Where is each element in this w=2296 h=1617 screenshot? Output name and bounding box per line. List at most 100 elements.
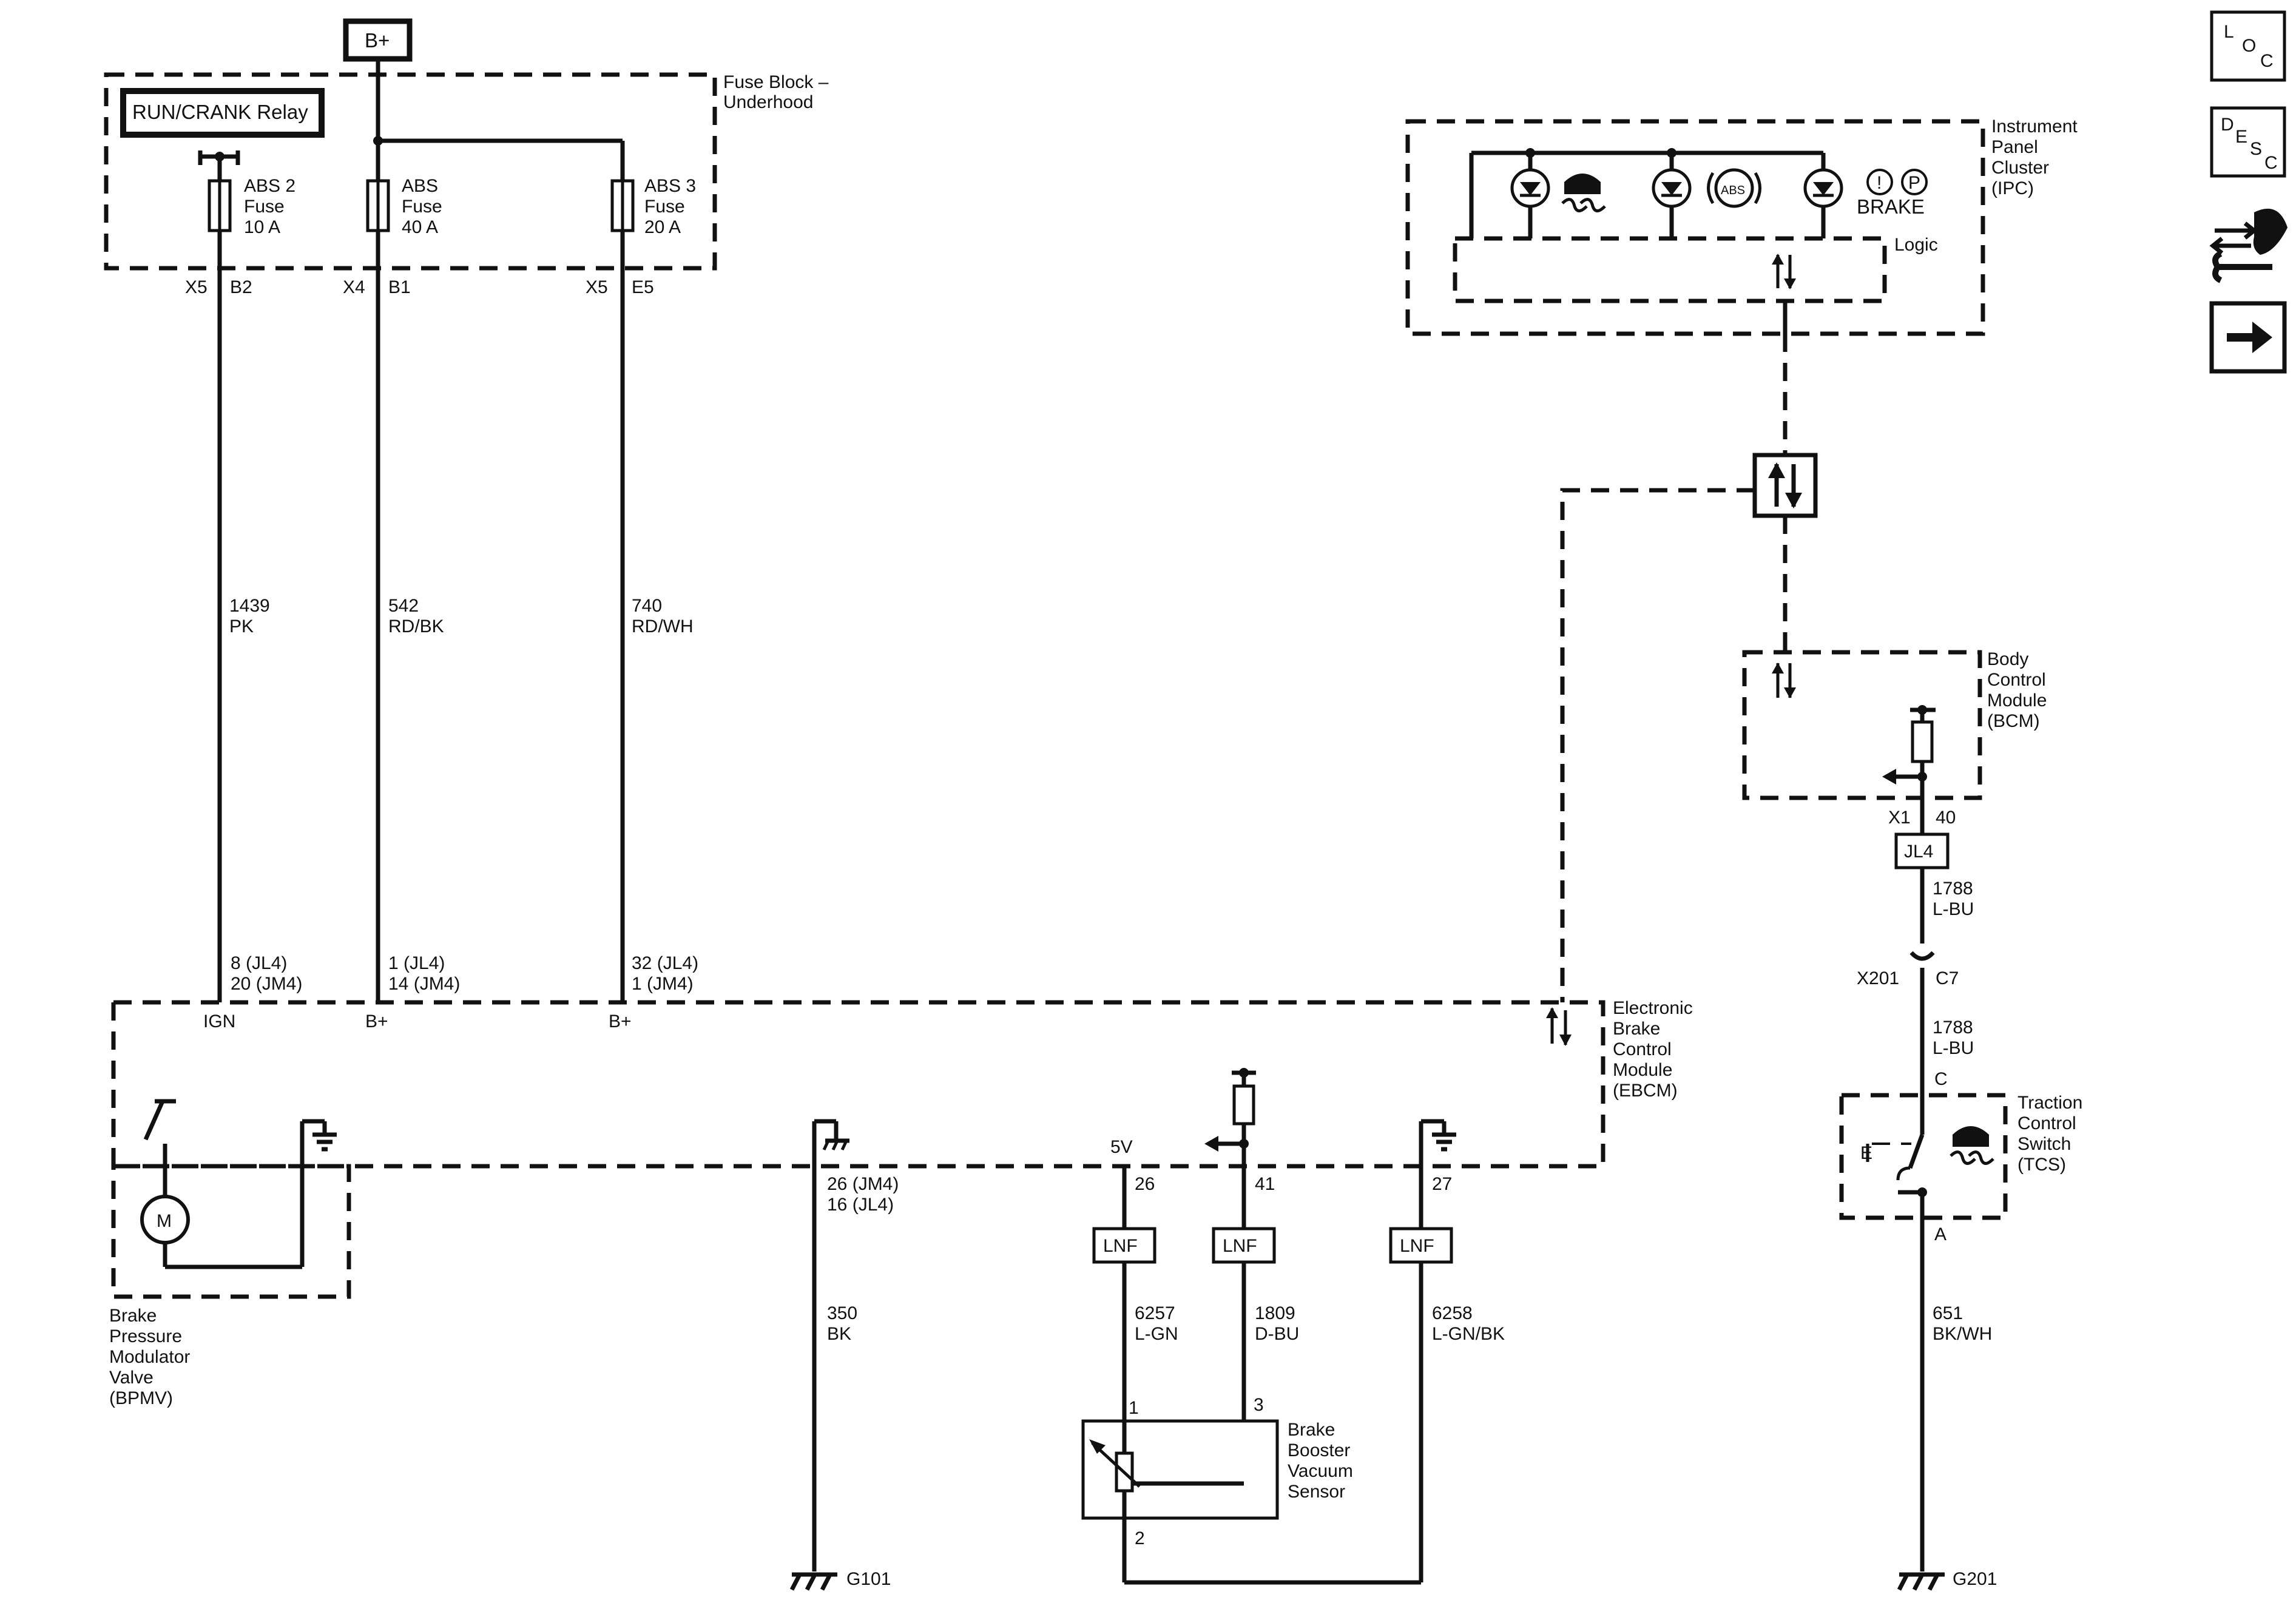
svg-text:RUN/CRANK Relay: RUN/CRANK Relay <box>132 101 308 123</box>
svg-text:(EBCM): (EBCM) <box>1613 1081 1678 1101</box>
svg-text:Underhood: Underhood <box>723 92 813 112</box>
svg-text:Switch: Switch <box>2017 1134 2071 1154</box>
loc-icon[interactable]: L O C <box>2210 10 2286 82</box>
next-arrow-icon[interactable] <box>2209 301 2287 374</box>
svg-text:L-GN: L-GN <box>1135 1324 1178 1344</box>
bcm-module: Body Control Module (BCM) X1 40 JL4 1788… <box>1742 649 2047 1095</box>
svg-text:C7: C7 <box>1936 968 1959 988</box>
svg-text:RD/WH: RD/WH <box>632 616 694 636</box>
svg-text:B2: B2 <box>230 277 252 297</box>
serial-data-link <box>1560 334 1818 1002</box>
svg-text:14 (JM4): 14 (JM4) <box>388 974 460 994</box>
svg-text:1: 1 <box>1129 1398 1139 1418</box>
svg-text:Fuse: Fuse <box>644 197 685 217</box>
svg-text:Modulator: Modulator <box>109 1347 190 1367</box>
svg-text:6257: 6257 <box>1135 1303 1175 1323</box>
svg-text:X5: X5 <box>586 277 608 297</box>
svg-text:651: 651 <box>1933 1303 1963 1323</box>
svg-text:O: O <box>2242 36 2256 56</box>
svg-text:S: S <box>2250 139 2262 159</box>
svg-text:B+: B+ <box>365 1011 388 1031</box>
svg-text:E: E <box>2235 127 2247 147</box>
svg-text:L-BU: L-BU <box>1933 899 1974 919</box>
svg-text:26: 26 <box>1135 1174 1155 1194</box>
svg-text:LNF: LNF <box>1223 1236 1257 1256</box>
svg-text:(BCM): (BCM) <box>1987 711 2040 731</box>
svg-text:542: 542 <box>388 596 419 616</box>
svg-text:D-BU: D-BU <box>1255 1324 1299 1344</box>
svg-text:!: ! <box>1877 173 1882 193</box>
svg-text:(IPC): (IPC) <box>1991 178 2034 198</box>
svg-text:A: A <box>1934 1224 1947 1244</box>
svg-text:1788: 1788 <box>1933 1018 1973 1038</box>
fuse-block: Fuse Block – Underhood <box>104 72 829 271</box>
fuse-block-connectors: X5 B2 X4 B1 X5 E5 <box>185 277 654 297</box>
ipc-module: Instrument Panel Cluster (IPC) Logic ABS <box>1405 116 2078 336</box>
svg-text:ABS: ABS <box>402 176 438 196</box>
svg-text:32 (JL4): 32 (JL4) <box>632 953 698 973</box>
traction-control-switch: Traction Control Switch (TCS) C E A 651 … <box>1839 1069 2082 1591</box>
svg-text:ABS: ABS <box>1721 184 1745 197</box>
svg-text:Instrument: Instrument <box>1991 116 2078 137</box>
svg-text:10 A: 10 A <box>244 217 280 237</box>
svg-text:E5: E5 <box>632 277 654 297</box>
svg-text:Control: Control <box>1613 1039 1672 1059</box>
svg-text:IGN: IGN <box>203 1011 235 1031</box>
svg-text:Logic: Logic <box>1894 235 1938 255</box>
svg-text:B+: B+ <box>609 1011 632 1031</box>
svg-text:Cluster: Cluster <box>1991 158 2049 178</box>
svg-text:G101: G101 <box>846 1569 891 1589</box>
sensor-low-reference-circuit: 27 LNF 6258 L-GN/BK <box>1122 1119 1505 1585</box>
diagnostic-tool-icon[interactable] <box>2209 208 2288 283</box>
svg-text:Module: Module <box>1987 690 2047 711</box>
svg-text:Sensor: Sensor <box>1288 1482 1345 1502</box>
svg-text:LNF: LNF <box>1103 1236 1138 1256</box>
svg-text:Control: Control <box>1987 670 2046 690</box>
svg-text:ABS 3: ABS 3 <box>644 176 696 196</box>
desc-icon[interactable]: D E S C <box>2210 106 2286 178</box>
svg-text:27: 27 <box>1432 1174 1452 1194</box>
bpmv-valve: Brake Pressure Modulator Valve (BPMV) M <box>109 1099 351 1408</box>
svg-text:Module: Module <box>1613 1060 1672 1080</box>
svg-text:40: 40 <box>1936 808 1956 828</box>
svg-text:Body: Body <box>1987 649 2028 669</box>
svg-text:Fuse: Fuse <box>402 197 442 217</box>
sensor-5v-circuit: 5V 26 LNF 6257 L-GN <box>1092 1137 1178 1420</box>
svg-text:Booster: Booster <box>1288 1440 1350 1460</box>
svg-text:PK: PK <box>229 616 254 636</box>
run-crank-relay: RUN/CRANK Relay <box>120 88 325 255</box>
svg-text:1 (JL4): 1 (JL4) <box>388 953 445 973</box>
svg-text:X5: X5 <box>185 277 208 297</box>
svg-text:LNF: LNF <box>1400 1236 1434 1256</box>
ebcm-module: Electronic Brake Control Module (EBCM) <box>111 998 1693 1169</box>
feed-wires: 1439 PK 542 RD/BK 740 RD/WH 8 (JL4) 20 (… <box>203 255 698 1031</box>
svg-text:(BPMV): (BPMV) <box>109 1388 173 1408</box>
svg-text:5V: 5V <box>1110 1137 1133 1157</box>
svg-text:D: D <box>2221 115 2234 135</box>
svg-text:C: C <box>1934 1069 1948 1089</box>
svg-text:1809: 1809 <box>1255 1303 1295 1323</box>
svg-text:350: 350 <box>827 1303 857 1323</box>
svg-text:1788: 1788 <box>1933 879 1973 899</box>
svg-text:BK: BK <box>827 1324 851 1344</box>
svg-text:BRAKE: BRAKE <box>1857 195 1925 218</box>
svg-text:20 A: 20 A <box>644 217 681 237</box>
svg-text:(TCS): (TCS) <box>2017 1155 2066 1175</box>
svg-text:740: 740 <box>632 596 662 616</box>
svg-text:2: 2 <box>1135 1528 1145 1548</box>
svg-text:Valve: Valve <box>109 1368 154 1388</box>
svg-text:ABS 2: ABS 2 <box>244 176 295 196</box>
svg-text:Vacuum: Vacuum <box>1288 1461 1353 1481</box>
svg-text:Brake: Brake <box>1288 1420 1335 1440</box>
svg-text:16 (JL4): 16 (JL4) <box>827 1195 894 1215</box>
svg-text:1439: 1439 <box>229 596 270 616</box>
svg-text:41: 41 <box>1255 1174 1275 1194</box>
svg-text:G201: G201 <box>1953 1569 1997 1589</box>
svg-text:X1: X1 <box>1888 808 1911 828</box>
svg-text:L-BU: L-BU <box>1933 1038 1974 1058</box>
svg-text:Brake: Brake <box>1613 1019 1660 1039</box>
svg-text:C: C <box>2264 153 2278 173</box>
svg-text:JL4: JL4 <box>1904 842 1933 862</box>
